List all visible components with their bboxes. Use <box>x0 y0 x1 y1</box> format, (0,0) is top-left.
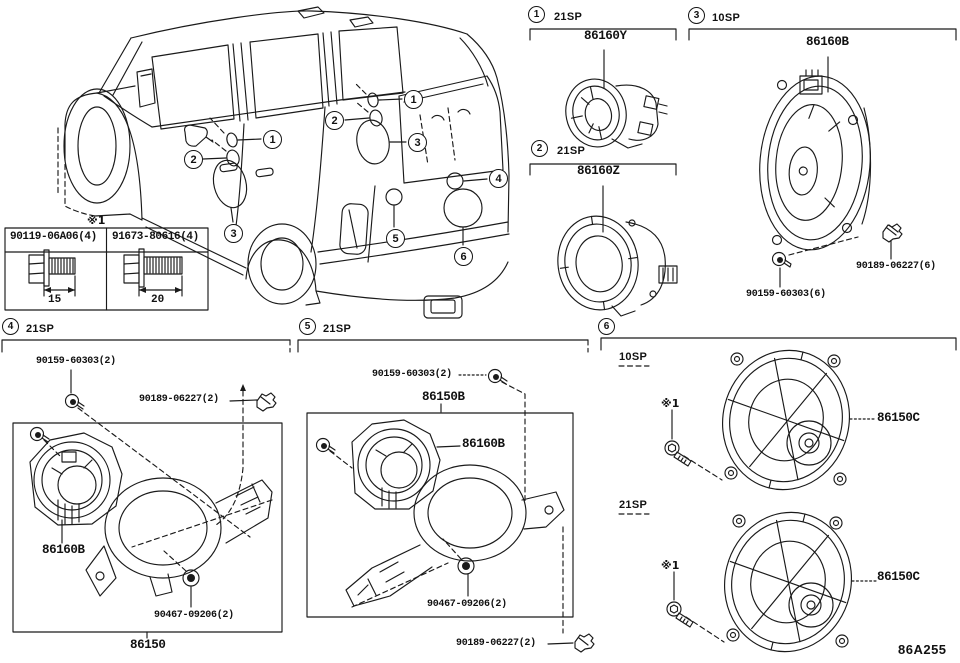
part-label-86160y[interactable]: 86160Y <box>584 29 627 43</box>
section-1-variant: 21SP <box>554 11 583 23</box>
section-4-badge[interactable]: 4 <box>2 318 19 335</box>
bolt-table-dim-right: 20 <box>151 294 165 306</box>
grommet-glyph-s5 <box>457 557 475 575</box>
section-6-note-bottom: ※1 <box>661 559 680 572</box>
screw-glyph-s3 <box>771 251 792 268</box>
clip-glyph-s4 <box>256 392 277 412</box>
part-label-90467-s4[interactable]: 90467-09206(2) <box>154 610 234 621</box>
page-code: 86A255 <box>898 642 947 657</box>
section-1-badge[interactable]: 1 <box>528 6 545 23</box>
part-label-90189-s5[interactable]: 90189-06227(2) <box>456 638 536 649</box>
section-2-variant: 21SP <box>557 145 586 157</box>
section-4-variant: 21SP <box>26 323 55 335</box>
section-5-badge[interactable]: 5 <box>299 318 316 335</box>
section-6-badge[interactable]: 6 <box>598 318 615 335</box>
section-5-variant: 21SP <box>323 323 352 335</box>
clip-glyph-s3 <box>882 223 903 243</box>
part-label-86160b-s3[interactable]: 86160B <box>806 35 849 49</box>
part-label-86150[interactable]: 86150 <box>130 638 166 652</box>
section-brackets <box>1 28 957 515</box>
section-6-variant-21sp: 21SP <box>619 499 648 511</box>
clip-glyph-s5 <box>574 633 595 653</box>
part-label-90467-s5[interactable]: 90467-09206(2) <box>427 599 507 610</box>
speaker-86160y-drawing <box>565 49 668 149</box>
section-2-badge[interactable]: 2 <box>531 140 548 157</box>
callout-door-1[interactable]: 1 <box>263 130 282 149</box>
assembly-86150b-drawing <box>306 368 595 653</box>
section-3-variant: 10SP <box>712 12 741 24</box>
part-label-86150b[interactable]: 86150B <box>422 390 465 404</box>
screw-glyph-s4b <box>29 426 50 443</box>
part-label-90159-s5[interactable]: 90159-60303(2) <box>372 369 452 380</box>
part-label-86150c-top[interactable]: 86150C <box>877 411 920 425</box>
section-3-badge[interactable]: 3 <box>688 7 705 24</box>
car-illustration <box>57 6 510 319</box>
part-label-86160z[interactable]: 86160Z <box>577 164 620 178</box>
speaker-86160z-drawing <box>557 185 678 317</box>
bolt-table-part-right[interactable]: 91673-80616(4) <box>112 231 199 243</box>
callout-rear-4[interactable]: 4 <box>489 169 508 188</box>
screw-glyph-s5a <box>487 368 508 385</box>
bolt-glyph-s6a <box>664 440 692 467</box>
part-label-90189-s3[interactable]: 90189-06227(6) <box>856 261 936 272</box>
speaker-86160b-oval-drawing <box>759 56 903 288</box>
callout-door-2[interactable]: 2 <box>184 150 203 169</box>
bolt-glyph-s6b <box>666 601 694 628</box>
part-label-86160b-s5[interactable]: 86160B <box>462 437 505 451</box>
speakers-86150c-drawing <box>664 349 877 653</box>
callout-rear-2[interactable]: 2 <box>325 111 344 130</box>
part-label-86160b-s4[interactable]: 86160B <box>42 543 85 557</box>
callout-rear-1[interactable]: 1 <box>404 90 423 109</box>
callout-rear-5[interactable]: 5 <box>386 229 405 248</box>
callout-rear-6[interactable]: 6 <box>454 247 473 266</box>
section-6-variant-10sp: 10SP <box>619 351 648 363</box>
part-label-86150c-bottom[interactable]: 86150C <box>877 570 920 584</box>
grommet-glyph-s4 <box>182 569 200 587</box>
screw-glyph-s5b <box>315 437 336 454</box>
callout-door-3[interactable]: 3 <box>224 224 243 243</box>
screw-glyph-s4a <box>64 393 85 410</box>
bolt-size-table <box>4 227 209 311</box>
section-6-note-top: ※1 <box>661 397 680 410</box>
bolt-table-note: ※1 <box>87 214 106 227</box>
part-label-90159-s3[interactable]: 90159-60303(6) <box>746 289 826 300</box>
callout-rear-3[interactable]: 3 <box>408 133 427 152</box>
bolt-table-part-left[interactable]: 90119-06A06(4) <box>10 231 97 243</box>
part-label-90189-s4[interactable]: 90189-06227(2) <box>139 394 219 405</box>
part-label-90159-s4[interactable]: 90159-60303(2) <box>36 356 116 367</box>
assembly-86150-drawing <box>12 369 283 639</box>
bolt-table-dim-left: 15 <box>48 294 62 306</box>
